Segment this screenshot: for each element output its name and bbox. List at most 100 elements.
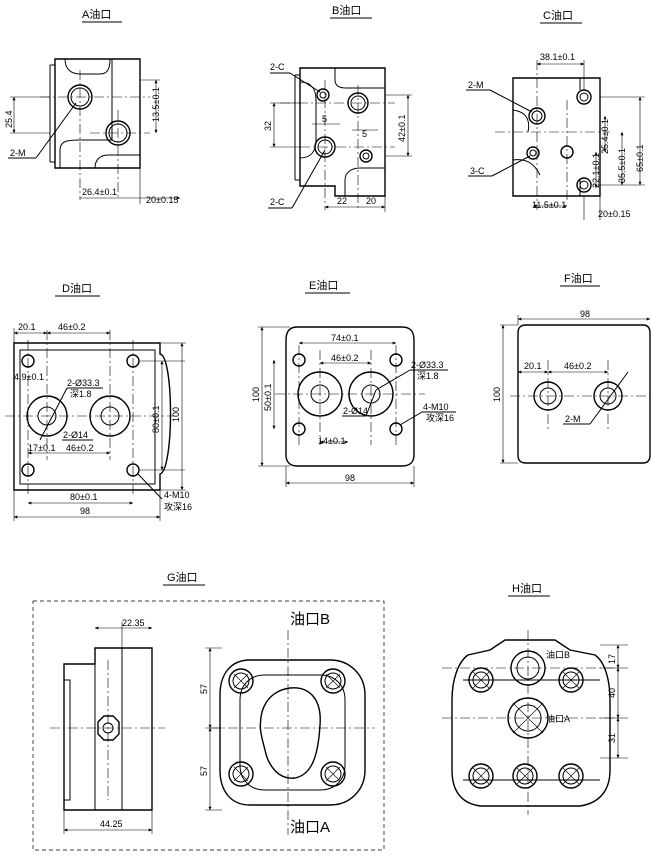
view-h-body (451, 639, 611, 807)
view-g-port-cavity (259, 687, 321, 779)
view-c-label-2m: 2-M (468, 80, 484, 90)
view-d-bore-callout: 2-Ø33.3 (67, 378, 100, 388)
view-d-m10: 4-M10 (164, 490, 190, 500)
view-f-label-2m: 2-M (565, 414, 581, 424)
view-c-port-3 (526, 146, 540, 160)
view-a-dim-20: 20±0.15 (146, 195, 178, 205)
view-b-dim-42: 42±0.1 (397, 115, 407, 142)
view-e-dim-98: 98 (345, 473, 355, 483)
view-g-bolt-tl (228, 668, 254, 694)
view-e-dim-74: 74±0.1 (331, 333, 358, 343)
view-g-dim-57-lower: 57 (199, 766, 209, 776)
view-f-dim-98: 98 (580, 309, 590, 319)
view-e-dim-100: 100 (251, 387, 261, 402)
view-c-title: C油口 (543, 8, 573, 22)
view-h-bolt-bl (468, 763, 494, 789)
view-g-frame (32, 600, 385, 851)
view-c: C油口 38.1±0.1 65±0.1 35.5±0.1 25.4±0.1 22… (466, 8, 645, 220)
view-h-bolt-br (558, 763, 584, 789)
view-c-port-2 (576, 89, 592, 105)
view-c-dim-35-5: 35.5±0.1 (617, 148, 627, 183)
view-d-dim-17: 17±0.1 (28, 443, 55, 453)
view-a: A油口 25.4 13.5±0.1 26.4±0.1 20±0.15 2-M (4, 7, 181, 205)
view-d-dim-4-9: 4.9±0.1 (14, 372, 44, 382)
view-d-m10-depth: 攻深16 (164, 501, 192, 512)
view-b-body (299, 67, 386, 197)
view-c-dim-25-4: 25.4±0.1 (600, 119, 610, 154)
view-h: H油口 17 40 31 油口B 油口A (442, 581, 628, 815)
view-c-dim-11-5: 11.5±0.1 (532, 200, 566, 210)
view-d-dim-46-bottom: 46±0.2 (66, 443, 93, 453)
view-d-dim-80-v: 80±0.1 (151, 406, 161, 433)
view-h-bolt-bc (512, 763, 538, 789)
view-d-body (13, 342, 172, 491)
view-b-title: B油口 (332, 3, 361, 17)
view-c-dim-20: 20±0.15 (598, 209, 630, 219)
view-g-bolt-tr (320, 668, 346, 694)
view-e: E油口 74±0.1 46±0.2 100 50±0.1 14±0.1 98 2… (251, 278, 456, 487)
view-c-dim-38-1: 38.1±0.1 (540, 52, 575, 62)
view-g-dim-44-25: 44.25 (100, 819, 123, 829)
view-e-bore-callout: 2-Ø33.3 (411, 360, 444, 370)
view-f-title: F油口 (564, 271, 593, 285)
view-e-dim-14: 14±0.1 (318, 436, 345, 446)
view-b-dim-32: 32 (263, 121, 273, 131)
view-e-dim-50: 50±0.1 (263, 384, 273, 411)
view-d-dim-20-1: 20.1 (18, 322, 36, 332)
view-d-dim-100: 100 (171, 407, 181, 422)
view-e-body (285, 326, 415, 467)
view-d-dim-80-h: 80±0.1 (70, 492, 97, 502)
view-f-body (517, 324, 651, 464)
view-b-dim-20: 20 (366, 196, 376, 206)
view-d-bore-small: 2-Ø14 (63, 430, 88, 440)
view-c-port-5 (576, 177, 592, 193)
view-b-dim-22: 22 (337, 196, 347, 206)
view-d-bore-depth: 深1.8 (70, 389, 92, 399)
view-b: B油口 5 5 32 42±0.1 22 20 2-C 2-C (263, 3, 412, 212)
view-d-dim-46-top: 46±0.2 (58, 322, 85, 332)
view-h-dim-31: 31 (607, 733, 617, 743)
view-a-dim-25-4: 25.4 (4, 110, 14, 128)
view-e-bore-small: 2-Ø14 (343, 406, 368, 416)
view-f-dim-46: 46±0.2 (564, 361, 591, 371)
view-e-title: E油口 (309, 278, 338, 292)
view-f: F油口 98 100 20.1 46±0.2 2-M (492, 271, 651, 464)
view-c-dim-65: 65±0.1 (635, 145, 645, 172)
view-b-label-2c-bottom: 2-C (270, 197, 285, 207)
view-h-port-a-label: 油口A (546, 713, 570, 724)
view-b-small-port-1 (316, 88, 330, 102)
view-g: G油口 22.35 44.25 57 57 油口B 油口A (32, 570, 385, 851)
view-b-small-port-2 (359, 149, 373, 163)
view-g-bolt-br (320, 761, 346, 787)
view-b-label-2c-top: 2-C (270, 62, 285, 72)
view-a-title: A油口 (82, 7, 111, 21)
view-e-m10-depth: 攻深16 (426, 412, 454, 423)
view-g-bolt-bl (228, 761, 254, 787)
view-b-dim-5b: 5 (362, 129, 367, 139)
view-e-dim-46: 46±0.2 (331, 353, 358, 363)
view-h-title: H油口 (512, 581, 542, 595)
view-f-dim-20-1: 20.1 (524, 361, 542, 371)
view-e-m10: 4-M10 (423, 402, 449, 412)
view-g-port-a-label: 油口A (290, 819, 330, 836)
view-d-dim-98: 98 (80, 506, 90, 516)
view-c-dim-22-1: 22.1±0.1 (591, 153, 601, 188)
view-g-dim-22-35: 22.35 (122, 618, 145, 628)
view-d: D油口 20.1 46±0.2 4.9±0.1 80±0.1 100 17±0.… (5, 281, 192, 521)
view-g-dim-57-upper: 57 (199, 684, 209, 694)
view-g-flange (219, 659, 366, 806)
view-f-dim-100: 100 (492, 387, 502, 402)
view-c-label-3c: 3-C (470, 166, 485, 176)
view-h-dim-40: 40 (607, 688, 617, 698)
view-a-dim-13-5: 13.5±0.1 (151, 87, 161, 122)
view-a-label-2m: 2-M (10, 148, 26, 158)
view-h-dim-17: 17 (607, 654, 617, 664)
view-h-port-b-label: 油口B (546, 649, 570, 660)
view-e-bore-depth: 深1.8 (417, 371, 439, 381)
view-g-port-b-label: 油口B (290, 611, 330, 628)
view-a-dim-26-4: 26.4±0.1 (82, 187, 117, 197)
view-d-title: D油口 (62, 281, 92, 295)
view-g-title: G油口 (167, 570, 198, 584)
